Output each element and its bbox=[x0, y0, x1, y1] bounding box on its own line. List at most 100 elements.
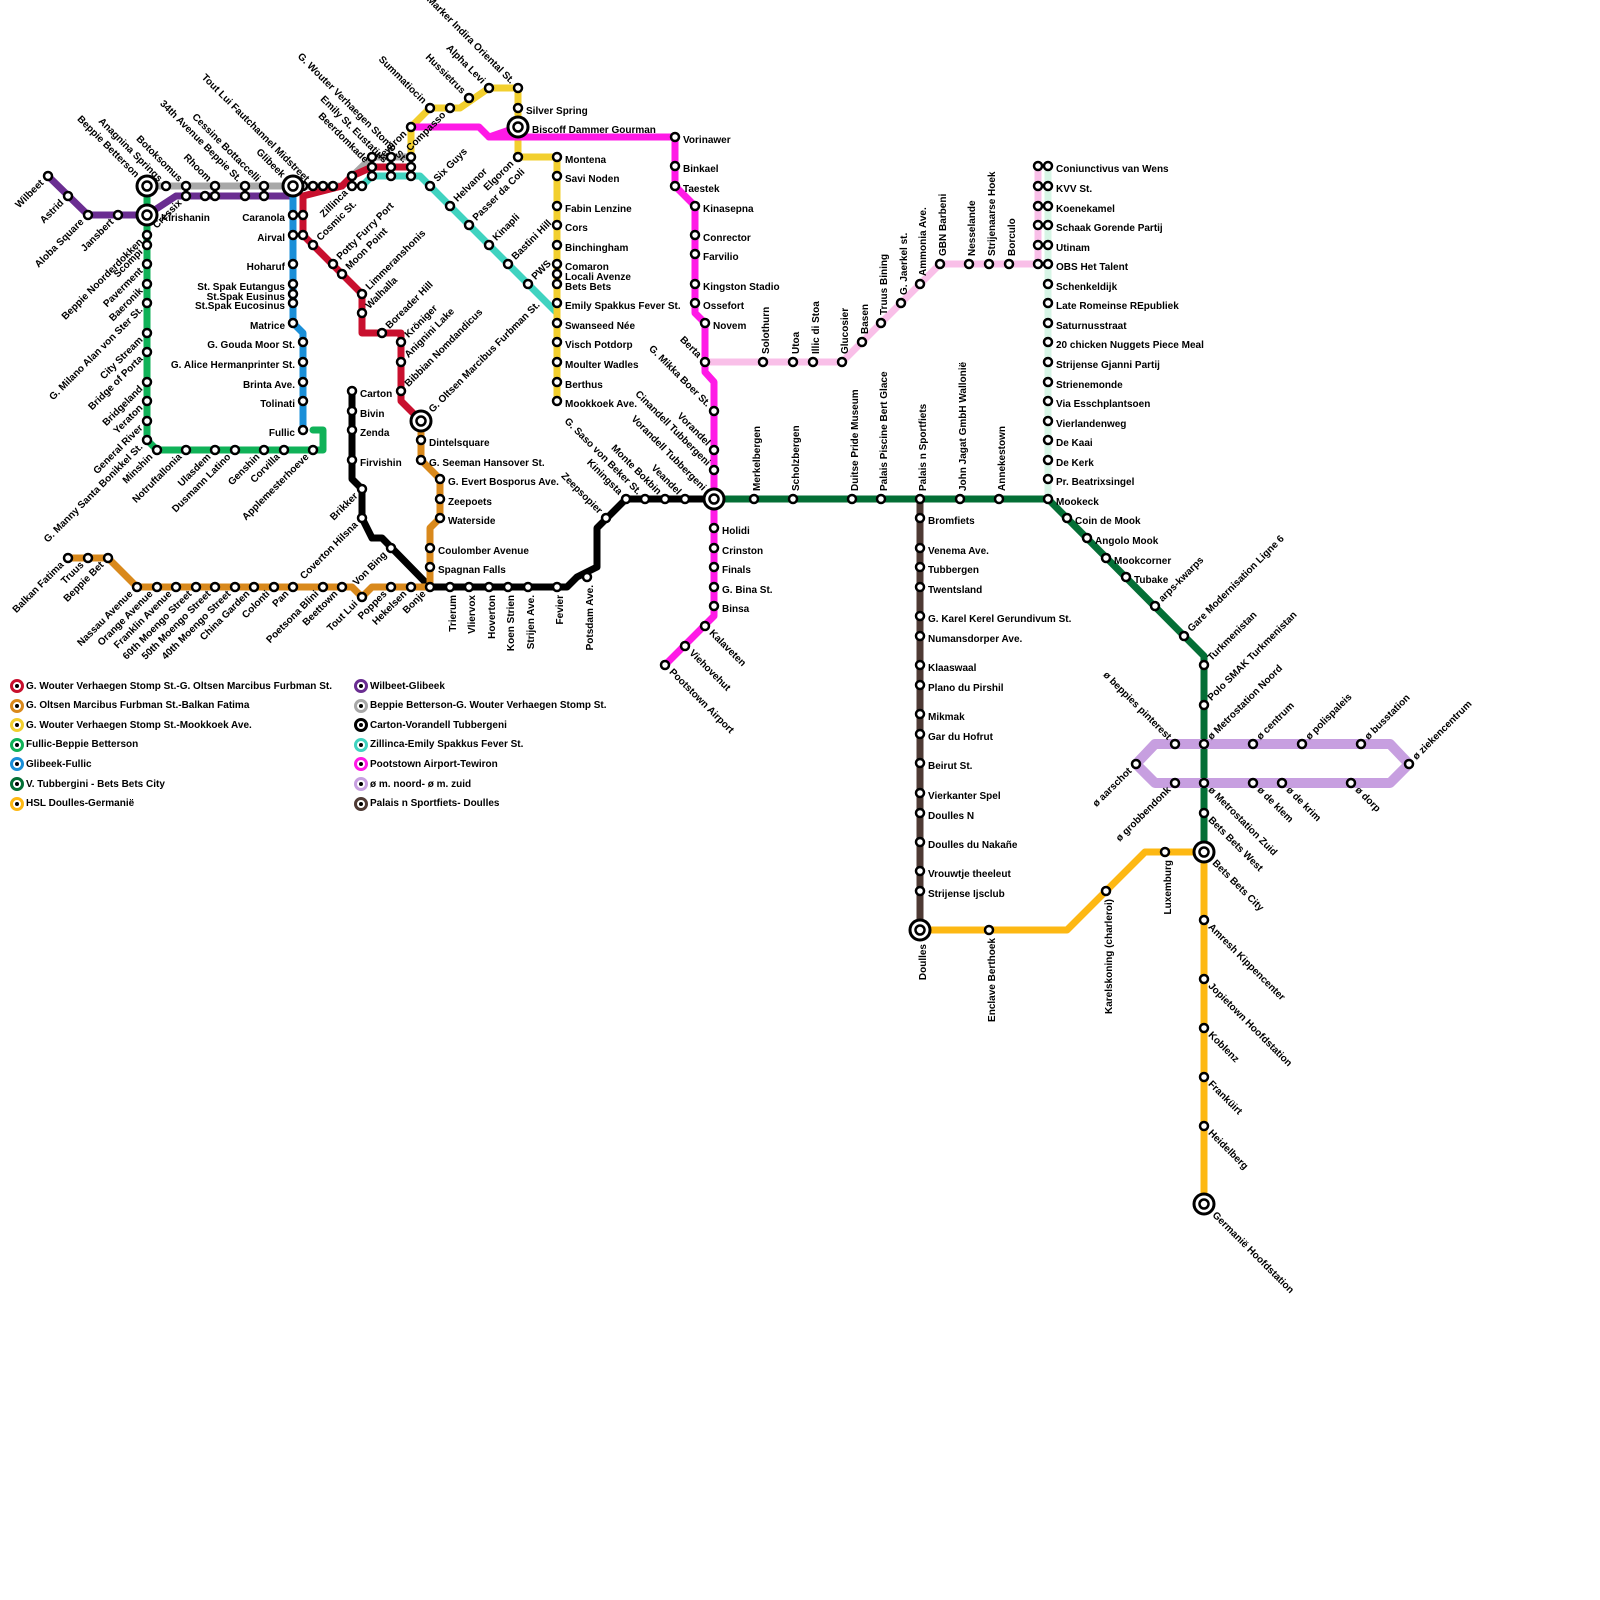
station-label[interactable]: G. Karel Kerel Gerundivum St. bbox=[928, 614, 1072, 625]
interchange-marker[interactable] bbox=[281, 174, 305, 198]
station-label[interactable]: Balkan Fatima bbox=[11, 560, 67, 616]
station-label[interactable]: Swanseed Née bbox=[565, 321, 635, 332]
station-label[interactable]: Biscoff Dammer Gourman bbox=[532, 125, 656, 136]
station-marker[interactable] bbox=[424, 561, 436, 573]
station-marker[interactable] bbox=[1355, 738, 1367, 750]
station-marker[interactable] bbox=[434, 512, 446, 524]
station-label[interactable]: Vliervox bbox=[467, 595, 478, 634]
station-marker[interactable] bbox=[405, 581, 417, 593]
station-label[interactable]: Scholzbergen bbox=[791, 425, 802, 491]
station-marker[interactable] bbox=[689, 248, 701, 260]
station-marker[interactable] bbox=[639, 493, 651, 505]
station-label[interactable]: Coulomber Avenue bbox=[438, 546, 529, 557]
station-label[interactable]: Palais n Sportfiets bbox=[918, 403, 929, 491]
station-marker[interactable] bbox=[1042, 434, 1054, 446]
station-label[interactable]: Farvilio bbox=[703, 252, 739, 263]
station-label[interactable]: Mookkoek Ave. bbox=[565, 399, 637, 410]
station-marker[interactable] bbox=[669, 180, 681, 192]
station-marker[interactable] bbox=[297, 376, 309, 388]
station-label[interactable]: De Kaai bbox=[1056, 438, 1093, 449]
station-label[interactable]: Spagnan Falls bbox=[438, 565, 506, 576]
station-label[interactable]: Angolo Mook bbox=[1095, 536, 1159, 547]
station-marker[interactable] bbox=[1032, 180, 1044, 192]
station-marker[interactable] bbox=[151, 444, 163, 456]
station-label[interactable]: Carton bbox=[360, 389, 392, 400]
station-marker[interactable] bbox=[112, 209, 124, 221]
station-marker[interactable] bbox=[327, 180, 339, 192]
station-label[interactable]: Binkael bbox=[683, 164, 719, 175]
station-marker[interactable] bbox=[551, 239, 563, 251]
station-marker[interactable] bbox=[708, 444, 720, 456]
station-marker[interactable] bbox=[385, 581, 397, 593]
station-marker[interactable] bbox=[141, 376, 153, 388]
interchange-marker[interactable] bbox=[409, 409, 433, 433]
station-marker[interactable] bbox=[1042, 219, 1054, 231]
station-marker[interactable] bbox=[1042, 415, 1054, 427]
station-marker[interactable] bbox=[444, 102, 456, 114]
station-label[interactable]: Franküirt bbox=[1206, 1079, 1245, 1118]
station-label[interactable]: Koen Strien bbox=[506, 595, 517, 651]
station-marker[interactable] bbox=[141, 258, 153, 270]
station-marker[interactable] bbox=[551, 278, 563, 290]
station-marker[interactable] bbox=[376, 327, 388, 339]
station-marker[interactable] bbox=[287, 278, 299, 290]
station-marker[interactable] bbox=[297, 229, 309, 241]
station-label[interactable]: Truus Bining bbox=[879, 254, 890, 315]
station-label[interactable]: Mikmak bbox=[928, 712, 965, 723]
station-marker[interactable] bbox=[1061, 512, 1073, 524]
station-label[interactable]: ø centrum bbox=[1255, 700, 1297, 742]
station-label[interactable]: Annekestown bbox=[997, 426, 1008, 491]
station-marker[interactable] bbox=[1198, 1022, 1210, 1034]
station-marker[interactable] bbox=[287, 288, 299, 300]
station-label[interactable]: Berta bbox=[677, 335, 703, 361]
station-marker[interactable] bbox=[551, 170, 563, 182]
station-marker[interactable] bbox=[366, 161, 378, 173]
station-marker[interactable] bbox=[502, 258, 514, 270]
station-label[interactable]: Berthus bbox=[565, 380, 603, 391]
station-marker[interactable] bbox=[1345, 777, 1357, 789]
station-marker[interactable] bbox=[1003, 258, 1015, 270]
station-label[interactable]: Emily Spakkus Fever St. bbox=[565, 301, 681, 312]
station-marker[interactable] bbox=[600, 512, 612, 524]
station-marker[interactable] bbox=[405, 151, 417, 163]
station-marker[interactable] bbox=[287, 229, 299, 241]
station-marker[interactable] bbox=[239, 190, 251, 202]
station-marker[interactable] bbox=[1042, 258, 1054, 270]
station-label[interactable]: Kinasepna bbox=[703, 204, 754, 215]
station-marker[interactable] bbox=[209, 190, 221, 202]
station-marker[interactable] bbox=[934, 258, 946, 270]
station-label[interactable]: Bromfiets bbox=[928, 516, 975, 527]
station-label[interactable]: Doulles N bbox=[928, 811, 974, 822]
station-marker[interactable] bbox=[914, 493, 926, 505]
station-marker[interactable] bbox=[346, 170, 358, 182]
station-marker[interactable] bbox=[131, 581, 143, 593]
station-marker[interactable] bbox=[336, 268, 348, 280]
station-marker[interactable] bbox=[385, 151, 397, 163]
station-label[interactable]: Glucosier bbox=[840, 308, 851, 354]
station-marker[interactable] bbox=[669, 131, 681, 143]
station-marker[interactable] bbox=[1169, 777, 1181, 789]
station-label[interactable]: ø grobbendonk bbox=[1114, 785, 1174, 845]
station-label[interactable]: Coin de Mook bbox=[1075, 516, 1141, 527]
station-marker[interactable] bbox=[239, 180, 251, 192]
station-marker[interactable] bbox=[669, 160, 681, 172]
station-marker[interactable] bbox=[1032, 258, 1044, 270]
station-label[interactable]: G. Seeman Hansover St. bbox=[429, 458, 545, 469]
station-marker[interactable] bbox=[914, 836, 926, 848]
station-marker[interactable] bbox=[366, 151, 378, 163]
station-marker[interactable] bbox=[405, 121, 417, 133]
station-label[interactable]: Ammonia Ave. bbox=[918, 207, 929, 276]
station-marker[interactable] bbox=[1032, 219, 1044, 231]
station-label[interactable]: Koenekamel bbox=[1056, 204, 1115, 215]
station-marker[interactable] bbox=[199, 190, 211, 202]
station-label[interactable]: ø busstation bbox=[1363, 693, 1413, 743]
station-label[interactable]: Silver Spring bbox=[526, 106, 588, 117]
station-label[interactable]: Klaaswaal bbox=[928, 663, 977, 674]
station-label[interactable]: Visch Potdorp bbox=[565, 340, 633, 351]
station-marker[interactable] bbox=[424, 180, 436, 192]
station-marker[interactable] bbox=[424, 102, 436, 114]
station-marker[interactable] bbox=[875, 317, 887, 329]
station-label[interactable]: Coniunctivus van Wens bbox=[1056, 164, 1169, 175]
station-marker[interactable] bbox=[483, 82, 495, 94]
station-marker[interactable] bbox=[620, 493, 632, 505]
